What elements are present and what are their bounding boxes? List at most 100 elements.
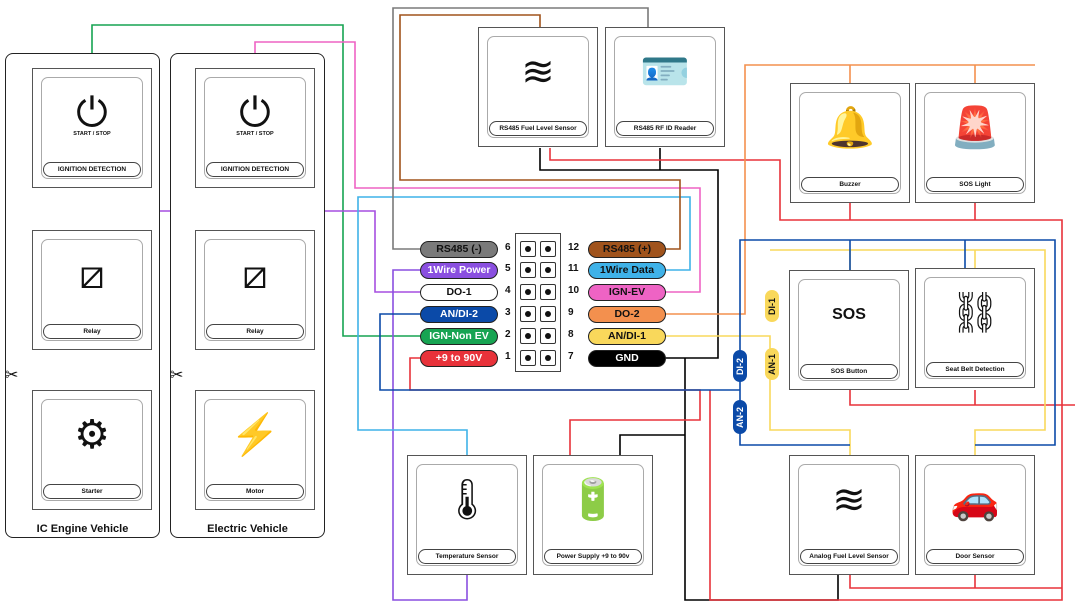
tag-di2: DI-2 (733, 350, 747, 382)
motor-icon: ⚡ (230, 413, 280, 457)
pin-socket (520, 284, 536, 300)
wire-an-di2 (379, 239, 1056, 446)
card-label: SOS Light (926, 177, 1024, 192)
pin-socket (520, 306, 536, 322)
wire-rs485-minus (392, 7, 649, 250)
card-ic-relay: ⧄ Relay (32, 230, 152, 350)
car-door-icon: 🚗 (950, 478, 1000, 522)
card-label: RS485 Fuel Level Sensor (489, 121, 587, 136)
pin-label--9-to-90v: +9 to 90V (420, 350, 498, 367)
card-power-supply: 🔋 Power Supply +9 to 90v (533, 455, 653, 575)
pin-label-rs485-: RS485 (+) (588, 241, 666, 258)
card-sos-button: SOS SOS Button (789, 270, 909, 390)
card-label: Relay (43, 324, 141, 339)
pin-label-an-di-2: AN/DI-2 (420, 306, 498, 323)
bell-icon: 🔔 (825, 106, 875, 150)
card-label: IGNITION DETECTION (43, 162, 141, 177)
scissors-icon: ✂ (170, 367, 184, 384)
pin-label-an-di-1: AN/DI-1 (588, 328, 666, 345)
pin-label-gnd: GND (588, 350, 666, 367)
pin-number: 8 (568, 329, 574, 340)
tag-di1: DI-1 (765, 290, 779, 322)
scissors-icon: ✂ (5, 367, 19, 384)
card-label: Buzzer (801, 177, 899, 192)
wire-1wire-power (392, 269, 468, 601)
pin-number: 7 (568, 351, 574, 362)
card-label: Door Sensor (926, 549, 1024, 564)
thermometer-icon: 🌡 (441, 478, 493, 522)
pin-number: 10 (568, 285, 580, 296)
pin-label-do-2: DO-2 (588, 306, 666, 323)
tag-an1: AN-1 (765, 348, 779, 380)
pin-number: 1 (505, 351, 511, 362)
pin-socket (540, 241, 556, 257)
card-label: IGNITION DETECTION (206, 162, 304, 177)
card-label: Analog Fuel Level Sensor (800, 549, 898, 564)
ic-panel-title: IC Engine Vehicle (36, 523, 129, 535)
seat-belt-icon: ⛓ (949, 291, 1001, 335)
relay-icon: ⧄ (242, 253, 268, 297)
battery-icon: 🔋 (568, 478, 618, 522)
pin-socket (540, 328, 556, 344)
pin-number: 5 (505, 263, 511, 274)
pin-label-ign-ev: IGN-EV (588, 284, 666, 301)
pin-number: 9 (568, 307, 574, 318)
pin-number: 11 (568, 263, 579, 274)
pin-number: 2 (505, 329, 511, 340)
ignition-icon: ⏻ (239, 91, 271, 135)
pin-label-rs485-: RS485 (-) (420, 241, 498, 258)
pin-socket (520, 241, 536, 257)
fuel-sensor-icon: ≋ (832, 478, 866, 522)
ignition-icon: ⏻ (76, 91, 108, 135)
start-stop-text: START / STOP (73, 131, 111, 137)
pin-number: 4 (505, 285, 511, 296)
card-label: RS485 RF ID Reader (616, 121, 714, 136)
card-ev-relay: ⧄ Relay (195, 230, 315, 350)
card-label: Temperature Sensor (418, 549, 516, 564)
pin-label-ign-non-ev: IGN-Non EV (420, 328, 498, 345)
card-door: 🚗 Door Sensor (915, 455, 1035, 575)
start-stop-text: START / STOP (236, 131, 274, 137)
wire-gnd (539, 148, 839, 601)
card-rfid: 🪪 RS485 RF ID Reader (605, 27, 725, 147)
ev-panel-title: Electric Vehicle (207, 523, 288, 535)
tag-an2: AN-2 (733, 400, 747, 434)
wire-do2 (665, 64, 1035, 315)
card-ic-starter: ⚙ Starter (32, 390, 152, 510)
card-sos-light: 🚨SOS Light (915, 83, 1035, 203)
relay-icon: ⧄ (79, 253, 105, 297)
pin-socket (540, 262, 556, 278)
wire-an-di1 (665, 249, 1046, 455)
fuel-sensor-icon: ≋ (521, 50, 555, 94)
pin-socket (540, 306, 556, 322)
pin-socket (520, 350, 536, 366)
pin-socket (520, 262, 536, 278)
pin-number: 6 (505, 242, 511, 253)
card-label: Seat Belt Detection (926, 362, 1024, 377)
pin-number: 12 (568, 242, 580, 253)
card-label: Starter (43, 484, 141, 499)
card-label: SOS Button (800, 364, 898, 379)
card-label: Relay (206, 324, 304, 339)
pin-label-do-1: DO-1 (420, 284, 498, 301)
card-label: Motor (206, 484, 304, 499)
sos-button-icon: SOS (832, 306, 866, 323)
pin-socket (540, 350, 556, 366)
wire-1wire-data (357, 196, 691, 455)
card-label: Power Supply +9 to 90v (544, 549, 642, 564)
id-card-icon: 🪪 (640, 50, 690, 94)
engine-icon: ⚙ (74, 413, 110, 457)
pin-number: 3 (505, 307, 511, 318)
card-temperature: 🌡 Temperature Sensor (407, 455, 527, 575)
card-ev-motor: ⚡ Motor (195, 390, 315, 510)
card-ic-ignition: ⏻START / STOP IGNITION DETECTION (32, 68, 152, 188)
card-analog-fuel: ≋ Analog Fuel Level Sensor (789, 455, 909, 575)
card-ev-ignition: ⏻START / STOP IGNITION DETECTION (195, 68, 315, 188)
card-fuel-rs485: ≋ RS485 Fuel Level Sensor (478, 27, 598, 147)
wire-rs485-plus (399, 14, 681, 250)
pin-label-1wire-data: 1Wire Data (588, 262, 666, 279)
card-buzzer: 🔔 Buzzer (790, 83, 910, 203)
pin-label-1wire-power: 1Wire Power (420, 262, 498, 279)
pin-socket (540, 284, 556, 300)
card-seat-belt: ⛓ Seat Belt Detection (915, 268, 1035, 388)
